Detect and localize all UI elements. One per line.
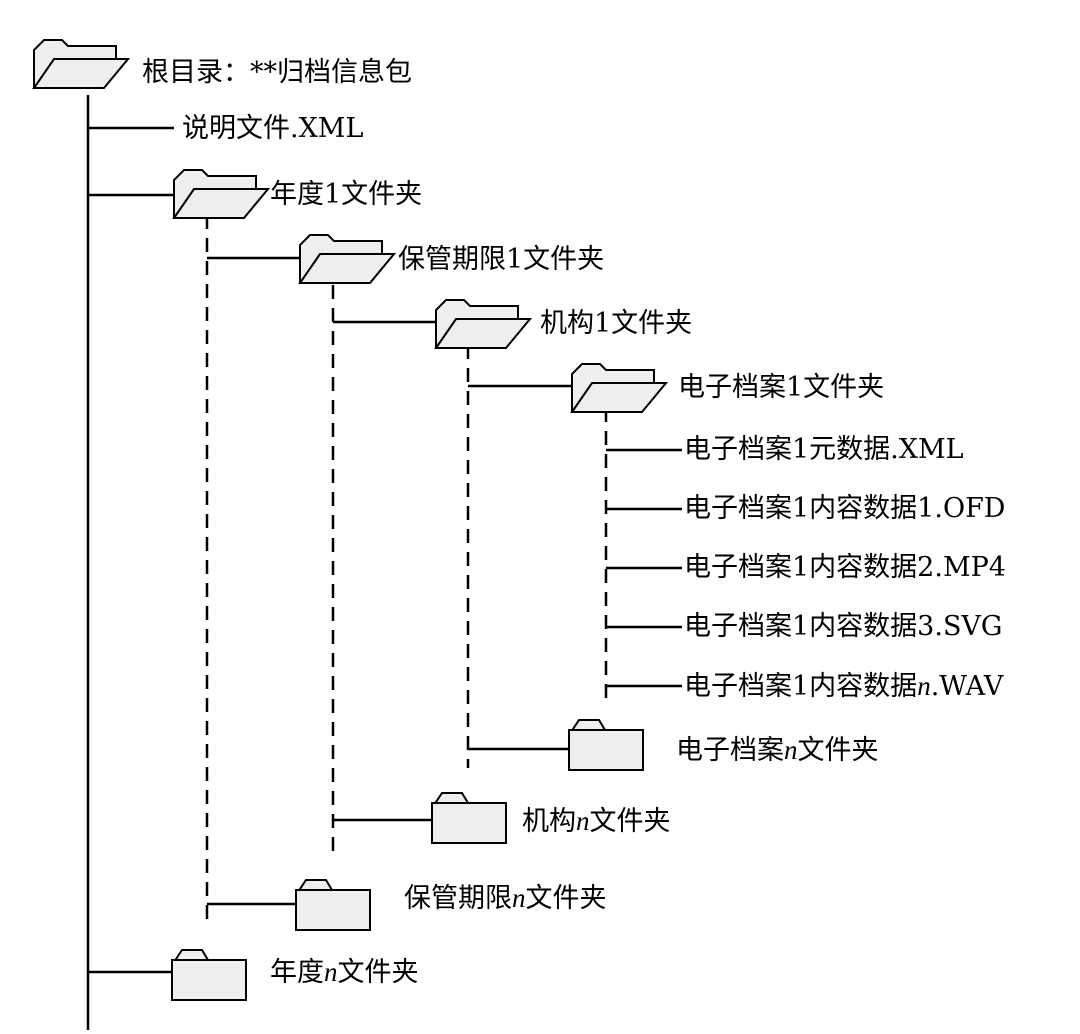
readme-file-label: 说明文件.XML bbox=[182, 113, 364, 144]
folder-closed-icon bbox=[431, 792, 507, 844]
folder-closed-icon bbox=[295, 879, 371, 931]
record1-content1-file-label: 电子档案1内容数据1.OFD bbox=[684, 493, 1006, 524]
folder-open-icon bbox=[33, 39, 129, 89]
yearN-folder-label: 年度n文件夹 bbox=[270, 955, 419, 990]
label-prefix: 年度 bbox=[270, 957, 324, 988]
label-prefix: 保管期限 bbox=[404, 883, 512, 914]
label-prefix: 电子档案1内容数据 bbox=[684, 671, 918, 702]
label-variable: n bbox=[917, 671, 931, 701]
label-variable: n bbox=[576, 806, 590, 836]
retention1-folder-label: 保管期限1文件夹 bbox=[398, 244, 605, 275]
folder-closed-icon bbox=[171, 949, 247, 1001]
label-suffix: 文件夹 bbox=[589, 806, 671, 837]
recordN-folder-label: 电子档案n文件夹 bbox=[676, 733, 879, 768]
label-variable: n bbox=[784, 735, 798, 765]
folder-open-icon bbox=[571, 363, 667, 413]
folder-closed-icon bbox=[568, 719, 644, 771]
label-suffix: .WAV bbox=[930, 671, 1004, 702]
label-variable: n bbox=[324, 957, 338, 987]
root-folder-label: 根目录：**归档信息包 bbox=[142, 57, 412, 88]
record1-content3-file-label: 电子档案1内容数据3.SVG bbox=[684, 611, 1003, 642]
record1-content2-file-label: 电子档案1内容数据2.MP4 bbox=[684, 552, 1006, 583]
label-suffix: 文件夹 bbox=[525, 883, 607, 914]
label-prefix: 电子档案 bbox=[676, 735, 784, 766]
year1-folder-label: 年度1文件夹 bbox=[270, 179, 423, 210]
retentionN-folder-label: 保管期限n文件夹 bbox=[404, 881, 607, 916]
folder-open-icon bbox=[173, 169, 269, 219]
label-suffix: 文件夹 bbox=[797, 735, 879, 766]
org1-folder-label: 机构1文件夹 bbox=[540, 308, 693, 339]
label-variable: n bbox=[512, 883, 526, 913]
folder-open-icon bbox=[299, 234, 395, 284]
orgN-folder-label: 机构n文件夹 bbox=[522, 804, 671, 839]
record1-metadata-file-label: 电子档案1元数据.XML bbox=[684, 434, 964, 465]
record1-contentN-file-label: 电子档案1内容数据n.WAV bbox=[684, 669, 1003, 704]
folder-open-icon bbox=[435, 299, 531, 349]
label-suffix: 文件夹 bbox=[337, 957, 419, 988]
record1-folder-label: 电子档案1文件夹 bbox=[678, 372, 885, 403]
label-prefix: 机构 bbox=[522, 806, 576, 837]
